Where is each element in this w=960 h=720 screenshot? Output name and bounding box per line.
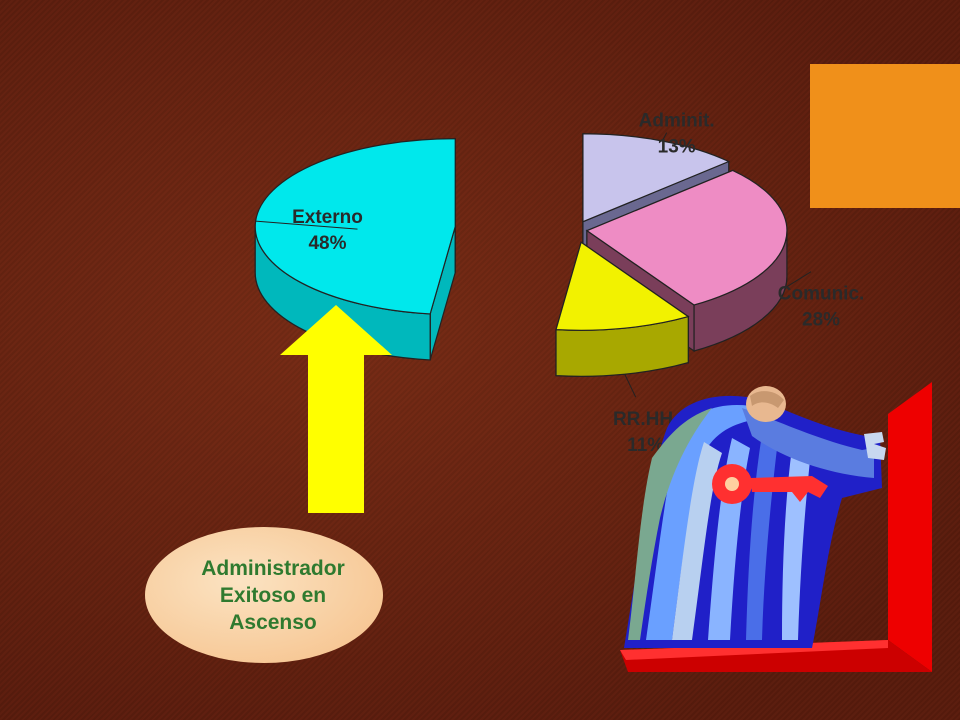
slice-top-face [555, 241, 690, 331]
slice-top-face [585, 169, 788, 306]
pie-labels: Adminit. 13% Comunic. 28% RR.HH. 11% Externo 48… [292, 111, 864, 457]
person-with-key-opening-door-icon [620, 382, 932, 672]
leader-line-adminit [661, 132, 668, 142]
leader-lines [255, 132, 812, 398]
slice-value-rr-hh: 11% [627, 435, 664, 456]
pie-slices [254, 133, 788, 377]
slice-value-externo: 48% [308, 233, 346, 254]
slice-label-externo: Externo [292, 207, 363, 228]
up-arrow-icon [280, 305, 392, 513]
slice-label-adminit: Adminit. [639, 111, 715, 132]
slice-value-adminit: 13% [658, 137, 696, 158]
slice-value-comunic: 28% [802, 310, 840, 331]
slice-label-rr-hh: RR.HH. [613, 409, 678, 430]
slice-label-comunic: Comunic. [778, 284, 865, 305]
pie-slice-externo [254, 138, 456, 361]
leader-line-comunic [785, 271, 812, 289]
pie-slice-rr-hh [555, 241, 690, 377]
leader-line-externo [255, 220, 358, 230]
leader-line-rr-hh [624, 373, 637, 398]
bubble-text: Administrador Exitoso en Ascenso [201, 556, 345, 634]
info-bubble: Administrador Exitoso en Ascenso [145, 527, 383, 663]
orange-accent-box [810, 64, 960, 208]
